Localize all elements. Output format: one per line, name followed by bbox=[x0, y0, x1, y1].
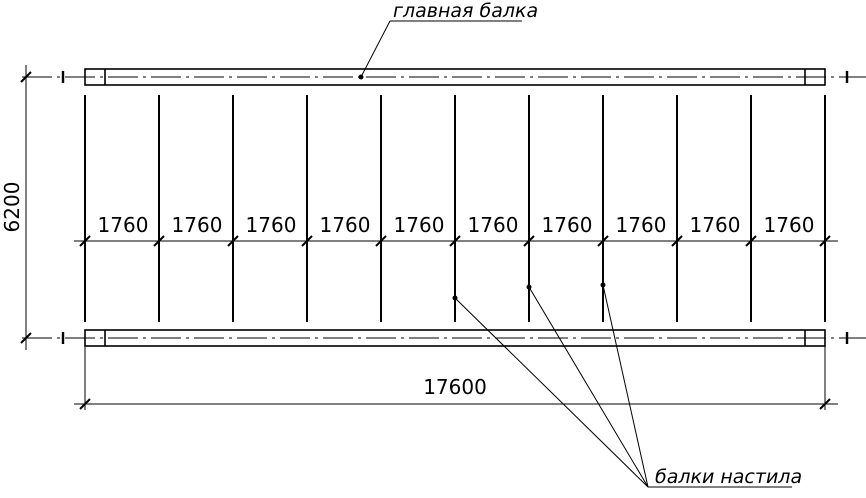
spacing-label-10: 1760 bbox=[764, 213, 815, 237]
spacing-tick-10 bbox=[745, 235, 757, 247]
spacing-label-6: 1760 bbox=[468, 213, 519, 237]
spacing-tick-4 bbox=[301, 235, 313, 247]
spacing-tick-5 bbox=[375, 235, 387, 247]
main-beam-leader: главная балка bbox=[358, 0, 538, 80]
deck-beams bbox=[84, 95, 826, 322]
deck-beams-leader: балки настила bbox=[452, 282, 802, 488]
spacing-label-2: 1760 bbox=[172, 213, 223, 237]
spacing-label-9: 1760 bbox=[690, 213, 741, 237]
spacing-tick-9 bbox=[671, 235, 683, 247]
spacing-dimension-ticks bbox=[79, 235, 831, 247]
spacing-label-7: 1760 bbox=[542, 213, 593, 237]
spacing-tick-11 bbox=[819, 235, 831, 247]
spacing-tick-1 bbox=[79, 235, 91, 247]
main-beam-bottom bbox=[22, 329, 866, 347]
spacing-tick-3 bbox=[227, 235, 239, 247]
spacing-tick-8 bbox=[597, 235, 609, 247]
spacing-labels: 1760 1760 1760 1760 1760 1760 1760 1760 … bbox=[98, 213, 815, 237]
deck-beams-label: балки настила bbox=[655, 466, 802, 488]
main-beam-top bbox=[22, 68, 866, 86]
total-length-dimension: 17600 bbox=[74, 346, 838, 410]
spacing-label-1: 1760 bbox=[98, 213, 149, 237]
spacing-label-3: 1760 bbox=[246, 213, 297, 237]
spacing-tick-6 bbox=[449, 235, 461, 247]
spacing-label-8: 1760 bbox=[616, 213, 667, 237]
spacing-label-5: 1760 bbox=[394, 213, 445, 237]
main-beam-label: главная балка bbox=[393, 0, 538, 22]
spacing-dimension bbox=[74, 235, 838, 247]
spacing-tick-7 bbox=[523, 235, 535, 247]
total-length-label: 17600 bbox=[423, 375, 487, 399]
spacing-label-4: 1760 bbox=[320, 213, 371, 237]
span-label: 6200 bbox=[0, 182, 24, 233]
span-dimension: 6200 bbox=[0, 65, 32, 350]
spacing-tick-2 bbox=[153, 235, 165, 247]
